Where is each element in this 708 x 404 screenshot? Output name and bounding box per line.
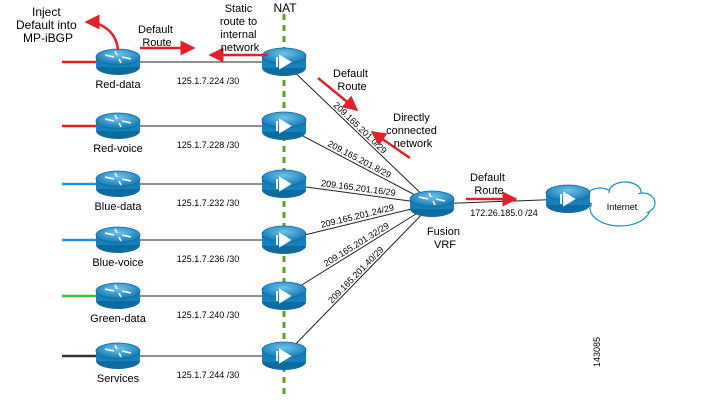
nat-device-1 <box>261 111 307 140</box>
vrf-router-3 <box>95 226 141 253</box>
nat-fusion-link-1 <box>283 125 433 205</box>
vrf-router-label: Blue-data <box>94 201 142 213</box>
internet-edge-device <box>545 184 591 213</box>
nat-fusion-link-3 <box>283 203 433 241</box>
internet-cloud <box>585 181 656 227</box>
inner-link-label: 125.1.7.232 /30 <box>177 198 240 208</box>
nat-device-5 <box>261 341 307 370</box>
nat-fusion-link-0 <box>283 61 433 205</box>
inject-arrow <box>84 14 120 51</box>
inner-link-label: 125.1.7.240 /30 <box>177 310 240 320</box>
vrf-router-4 <box>95 282 141 309</box>
default-route-arrow-mid <box>317 77 359 111</box>
uplink-subnet-label: 172.26.185.0 /24 <box>470 208 538 218</box>
inner-link-label: 125.1.7.244 /30 <box>177 370 240 380</box>
vrf-router-2 <box>95 170 141 197</box>
default-route-label-mid: Default Route <box>333 68 371 93</box>
vrf-router-label: Services <box>97 373 140 385</box>
links-layer <box>62 60 593 358</box>
nat-fusion-link-5 <box>283 203 433 357</box>
static-route-label: Static route to internal network <box>220 3 260 54</box>
vrf-router-1 <box>95 112 141 139</box>
fusion-vrf-router <box>409 190 455 217</box>
inner-link-label: 125.1.7.224 /30 <box>177 76 240 86</box>
vrf-router-0 <box>95 48 141 75</box>
nat-fusion-link-4 <box>283 203 433 297</box>
fusion-internet-link <box>431 198 569 205</box>
vrf-router-label: Red-data <box>95 79 141 91</box>
vrf-router-label: Blue-voice <box>92 257 143 269</box>
vrf-router-label: Red-voice <box>93 143 143 155</box>
fusion-link-label: 209.165.201.32/29 <box>322 220 391 268</box>
inject-label: Inject Default into MP-iBGP <box>16 5 80 45</box>
nat-device-2 <box>261 169 307 198</box>
nat-device-4 <box>261 281 307 310</box>
vrf-router-5 <box>95 342 141 369</box>
fusion-link-label: 209.165.201.16/29 <box>321 178 397 198</box>
nat-fusion-link-2 <box>283 183 433 205</box>
default-route-label-right: Default Route <box>470 172 508 197</box>
nat-device-0 <box>261 47 307 76</box>
fusion-vrf-label: Fusion VRF <box>427 226 463 251</box>
inner-link-label: 125.1.7.228 /30 <box>177 140 240 150</box>
inner-link-label: 125.1.7.236 /30 <box>177 254 240 264</box>
internet-label: Internet <box>607 202 638 212</box>
nat-label: NAT <box>273 1 297 15</box>
devices-layer <box>95 47 591 370</box>
directly-connected-label: Directly connected network <box>386 112 440 150</box>
directly-connected-arrow <box>370 130 411 160</box>
figure-id-label: 143085 <box>592 337 602 367</box>
nat-device-3 <box>261 225 307 254</box>
vrf-router-label: Green-data <box>90 313 147 325</box>
default-route-label-left: Default Route <box>138 24 176 49</box>
